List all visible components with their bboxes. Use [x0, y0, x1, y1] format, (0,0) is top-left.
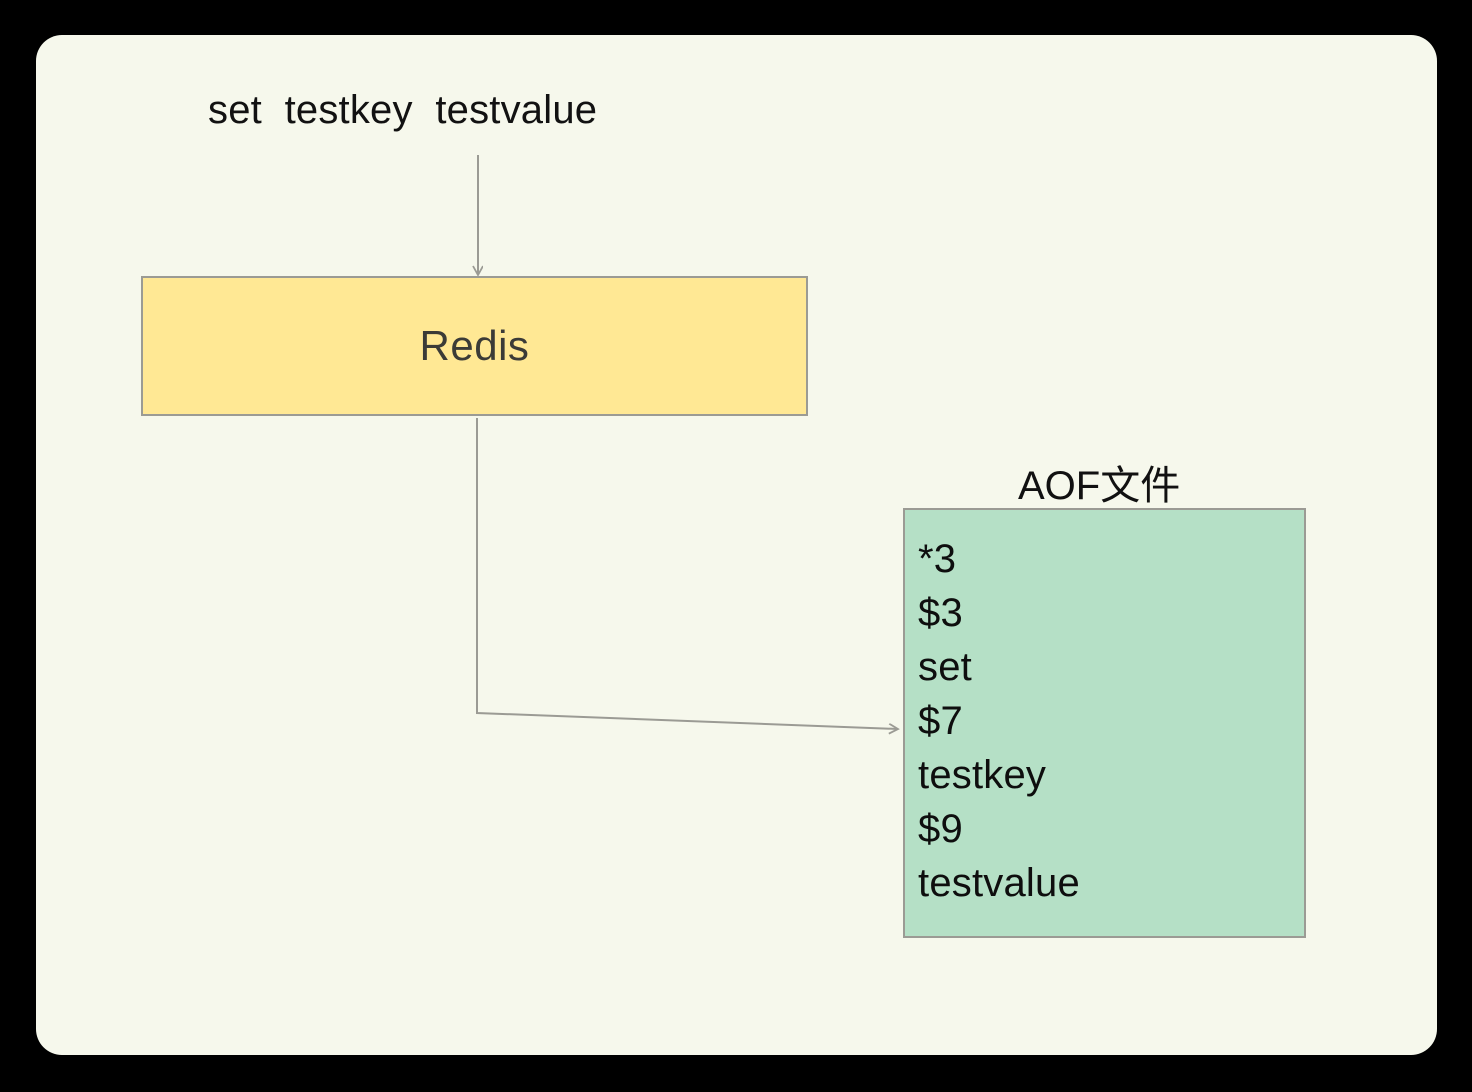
command-text: set testkey testvalue [208, 88, 598, 132]
node-aof-file[interactable]: *3 $3 set $7 testkey $9 testvalue [903, 508, 1306, 938]
aof-line: $7 [918, 699, 963, 743]
aof-file-title: AOF文件 [1018, 464, 1181, 508]
aof-line: set [918, 645, 972, 689]
node-redis[interactable]: Redis [141, 276, 808, 416]
arrow-redis-to-aof [476, 418, 898, 729]
aof-line: testvalue [918, 861, 1080, 905]
aof-line: $9 [918, 807, 963, 851]
node-redis-label: Redis [419, 322, 530, 369]
aof-line: *3 [918, 537, 957, 581]
aof-line: testkey [918, 753, 1047, 797]
aof-line: $3 [918, 591, 963, 635]
diagram-canvas: set testkey testvalue Redis AOF文件 *3 $3 … [36, 35, 1437, 1055]
